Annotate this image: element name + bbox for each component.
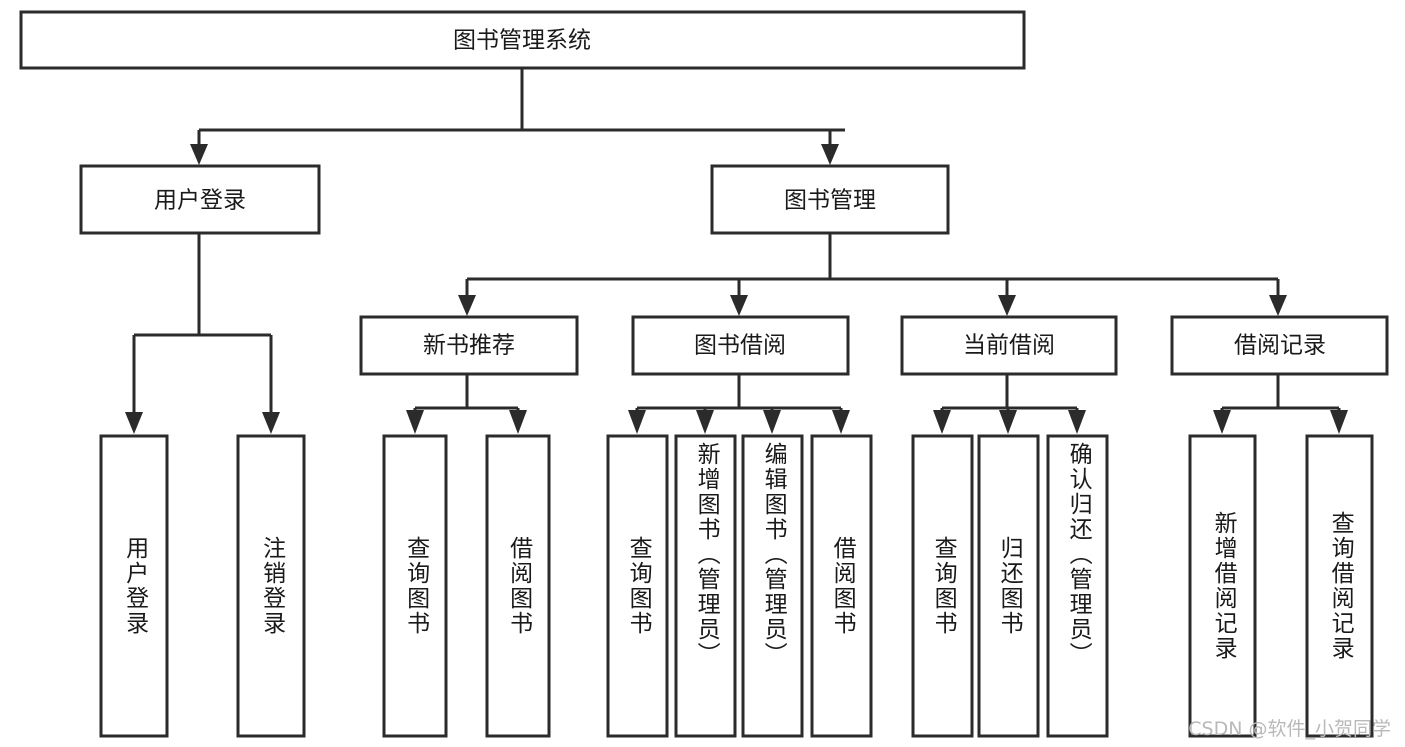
node-borrow-record-box[interactable] bbox=[1170, 315, 1389, 376]
node-leaf-confirm-return-box[interactable] bbox=[1046, 434, 1109, 738]
arrow-head-leaf-add-record bbox=[1213, 410, 1231, 434]
node-leaf-add-record-box[interactable] bbox=[1188, 434, 1257, 738]
node-leaf-query-book-2-box[interactable] bbox=[606, 434, 669, 738]
connector-group-book-borrow bbox=[628, 375, 850, 434]
node-book-borrow-box[interactable] bbox=[631, 315, 850, 376]
node-user-login-box[interactable] bbox=[79, 164, 321, 235]
node-book-management-label: 图书管理 bbox=[784, 188, 876, 214]
node-leaf-borrow-book-2-box[interactable] bbox=[810, 434, 873, 738]
connector-group-book-management bbox=[458, 234, 1287, 316]
arrow-head-leaf-return-book bbox=[999, 410, 1017, 434]
node-borrow-record-label: 借阅记录 bbox=[1234, 333, 1326, 359]
node-leaf-borrow-book-1-box[interactable] bbox=[485, 434, 551, 738]
connector-group-root bbox=[190, 69, 845, 165]
node-new-book-recommend-box[interactable] bbox=[359, 315, 579, 376]
node-leaf-return-book-box[interactable] bbox=[977, 434, 1040, 738]
node-leaf-user-login-box[interactable] bbox=[99, 434, 169, 738]
arrow-head-leaf-confirm-return bbox=[1068, 410, 1086, 434]
node-current-borrow-box[interactable] bbox=[900, 315, 1118, 376]
arrow-head-current-borrow bbox=[998, 295, 1016, 316]
node-book-management-box[interactable] bbox=[710, 164, 950, 235]
arrow-head-leaf-query-book-1 bbox=[406, 410, 424, 434]
arrow-head-leaf-add-book bbox=[696, 410, 714, 434]
arrow-head-leaf-borrow-book-1 bbox=[509, 410, 527, 434]
node-root-box[interactable] bbox=[19, 10, 1026, 70]
node-root-label: 图书管理系统 bbox=[453, 28, 591, 54]
node-book-borrow-label: 图书借阅 bbox=[694, 333, 786, 359]
connector-group-new-book-recommend bbox=[406, 375, 527, 434]
arrow-head-borrow-record bbox=[1269, 295, 1287, 316]
csdn-watermark: CSDN @软件_小贺同学 bbox=[1188, 718, 1391, 740]
node-leaf-logout-login-box[interactable] bbox=[236, 434, 306, 738]
arrow-head-leaf-query-book-3 bbox=[933, 410, 951, 434]
node-leaf-add-book-box[interactable] bbox=[674, 434, 737, 738]
node-leaf-query-book-3-box[interactable] bbox=[911, 434, 974, 738]
node-leaf-edit-book-box[interactable] bbox=[741, 434, 804, 738]
connector-group-current-borrow bbox=[933, 375, 1086, 434]
arrow-head-leaf-edit-book bbox=[763, 410, 781, 434]
connector-group-borrow-record bbox=[1213, 375, 1348, 434]
node-current-borrow-label: 当前借阅 bbox=[963, 333, 1055, 359]
arrow-head-leaf-query-record bbox=[1330, 410, 1348, 434]
node-new-book-recommend-label: 新书推荐 bbox=[423, 333, 515, 359]
arrow-head-book-management bbox=[821, 144, 839, 165]
node-user-login-label: 用户登录 bbox=[154, 188, 246, 214]
arrow-head-leaf-query-book-2 bbox=[628, 410, 646, 434]
node-leaf-query-book-1-box[interactable] bbox=[382, 434, 448, 738]
arrow-head-leaf-user-login bbox=[125, 412, 143, 434]
arrow-head-book-borrow bbox=[730, 295, 748, 316]
node-leaf-query-record-box[interactable] bbox=[1305, 434, 1374, 738]
arrow-head-new-book-recommend bbox=[458, 295, 476, 316]
arrow-head-user-login bbox=[190, 144, 208, 165]
connector-group-user-login bbox=[125, 234, 280, 434]
arrow-head-leaf-logout-login bbox=[262, 412, 280, 434]
arrow-head-leaf-borrow-book-2 bbox=[832, 410, 850, 434]
